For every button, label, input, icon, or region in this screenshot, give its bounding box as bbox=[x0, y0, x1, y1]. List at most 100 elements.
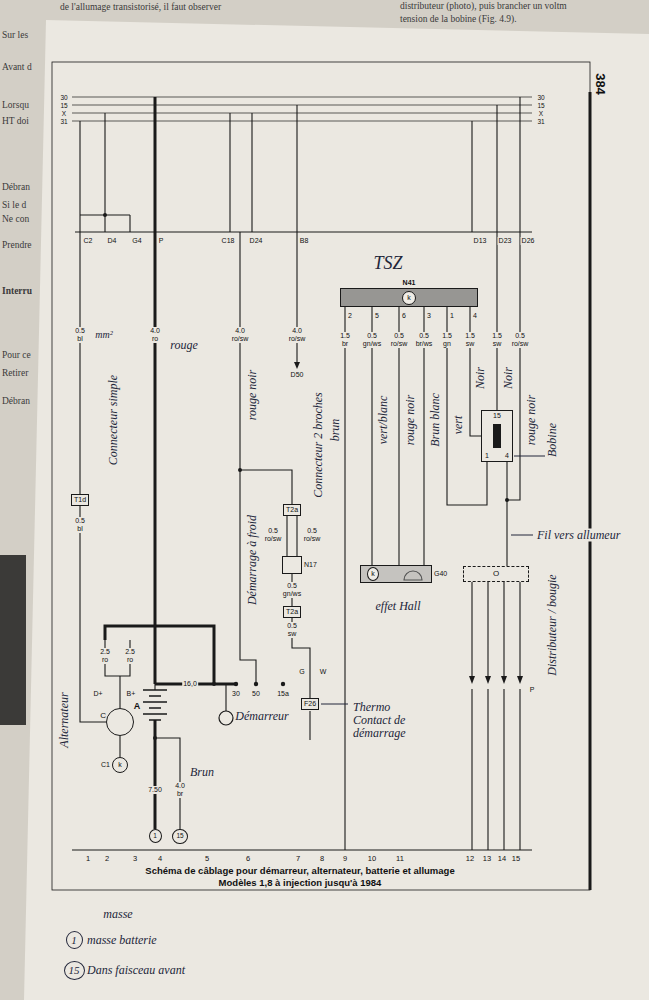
wire-label: 30 bbox=[231, 690, 241, 698]
wire-label: 0.5 ro/sw bbox=[303, 527, 322, 543]
terminal-number: 8 bbox=[319, 855, 325, 863]
wire-label: 0.5 bl bbox=[74, 517, 86, 533]
junction-dot bbox=[238, 468, 242, 472]
node-text: k bbox=[371, 570, 375, 578]
background-page-text: tension de la bobine (Fig. 4.9). bbox=[400, 14, 517, 25]
bus-label: 15 bbox=[536, 102, 545, 109]
distributor-box: O bbox=[463, 566, 529, 582]
wire-label: 2.5 ro bbox=[99, 648, 111, 664]
note-circle: 1 bbox=[66, 931, 83, 949]
diagram-frame bbox=[52, 62, 590, 890]
wire-label: B8 bbox=[299, 237, 310, 245]
connector-strip bbox=[75, 231, 532, 232]
ground-point-circle: 15 bbox=[172, 829, 187, 844]
spark-arrowheads bbox=[469, 676, 523, 684]
bus-label: 31 bbox=[536, 118, 545, 125]
wire-label: C2 bbox=[83, 237, 94, 245]
bus-lines bbox=[72, 97, 532, 121]
diagram-title: Schéma de câblage pour démarreur, altern… bbox=[145, 865, 454, 876]
control-unit-box: N41k bbox=[340, 288, 478, 307]
ground-point-circle: 1 bbox=[149, 829, 162, 843]
handwritten-note: masse bbox=[102, 908, 133, 921]
wire-label: C18 bbox=[221, 237, 236, 245]
wire-label: D24 bbox=[249, 237, 264, 245]
wire-label: 1 bbox=[449, 312, 455, 320]
background-page-text: Débran bbox=[2, 396, 30, 407]
dark-object bbox=[0, 555, 26, 725]
background-page-text: Sur les bbox=[2, 30, 28, 41]
handwritten-note: rouge noir bbox=[404, 394, 417, 447]
wire-label: 4.0 br bbox=[174, 782, 186, 798]
relay-circle: k bbox=[367, 567, 379, 581]
wire-label: 1.5 gn bbox=[441, 332, 453, 348]
wire-label: 7.50 bbox=[147, 786, 163, 794]
thin-wires bbox=[72, 97, 532, 850]
bus-label: 31 bbox=[59, 118, 68, 125]
handwritten-note: Distributeur / bougie bbox=[546, 573, 559, 676]
wire-label: D4 bbox=[107, 237, 118, 245]
background-page-text: Lorsqu bbox=[2, 100, 29, 111]
bus-label: X bbox=[538, 110, 544, 117]
wire-label: 0.5 ro/sw bbox=[511, 332, 530, 348]
wire-label: P bbox=[529, 686, 536, 694]
terminal-number: 9 bbox=[342, 855, 348, 863]
wire-label: 16,0 bbox=[182, 680, 198, 688]
terminal-number: 11 bbox=[395, 855, 405, 863]
wire-label: D13 bbox=[473, 237, 488, 245]
node-text: 4 bbox=[505, 452, 509, 460]
junction-dot bbox=[212, 682, 216, 686]
wire-label: 4.0 ro bbox=[149, 327, 161, 343]
handwritten-note: Connecteur 2 broches bbox=[312, 391, 325, 499]
terminal-number: 4 bbox=[157, 855, 163, 863]
regulator-circle: C1k bbox=[112, 757, 128, 773]
background-page-text: Retirer bbox=[2, 368, 28, 379]
page-number: 384 bbox=[593, 73, 608, 95]
wire-label: 50 bbox=[251, 690, 261, 698]
wire-label: 0.5 ro/sw bbox=[390, 332, 409, 348]
wire-label: P bbox=[158, 237, 165, 245]
junction-dot bbox=[153, 736, 157, 740]
hall-sender-box: G40k bbox=[360, 565, 432, 583]
wire-label: G4 bbox=[131, 237, 142, 245]
connector-box: T2a bbox=[283, 606, 301, 618]
node-text: 15 bbox=[176, 832, 183, 840]
handwritten-note: Connecteur simple bbox=[107, 374, 120, 466]
wire-connector bbox=[286, 516, 287, 556]
handwritten-note: Noir bbox=[502, 366, 515, 390]
background-page-text: Débran bbox=[2, 182, 30, 193]
handwritten-note: effet Hall bbox=[375, 600, 422, 613]
terminal-number: 5 bbox=[204, 855, 210, 863]
wire-connector bbox=[119, 736, 120, 757]
handwritten-note: Noir bbox=[474, 366, 487, 390]
page-sheet bbox=[24, 20, 649, 1000]
background-page-text: Pour ce bbox=[2, 350, 31, 361]
thermo-switch-box: F26 bbox=[301, 698, 319, 710]
wire-label: D23 bbox=[498, 237, 513, 245]
wire-label: 0.5 ro/sw bbox=[264, 527, 283, 543]
handwritten-note: Alternateur bbox=[58, 691, 71, 748]
node-text: T2a bbox=[286, 506, 298, 514]
handwritten-leaders bbox=[321, 456, 545, 704]
wire-label: 0.5 gn/ws bbox=[362, 332, 382, 348]
wire-connector bbox=[296, 516, 297, 556]
handwritten-note: TSZ bbox=[372, 254, 403, 273]
node-text: F26 bbox=[304, 700, 316, 708]
bus-label: 15 bbox=[59, 102, 68, 109]
connector-box: T1d bbox=[71, 494, 89, 506]
page-rule bbox=[589, 92, 592, 890]
alternator-circle: C bbox=[106, 708, 134, 736]
wire-label: 0.5 br/ws bbox=[415, 332, 434, 348]
part-code: N41 bbox=[403, 279, 416, 287]
terminal-number: 3 bbox=[132, 855, 138, 863]
terminal-number: 13 bbox=[482, 855, 492, 863]
node-text: k bbox=[118, 761, 122, 769]
handwritten-note: vert/blanc bbox=[377, 395, 390, 446]
wire-label: W bbox=[319, 668, 328, 676]
relay-circle: k bbox=[402, 291, 416, 305]
handwritten-note: Démarreur bbox=[234, 710, 290, 723]
part-code: G40 bbox=[434, 570, 447, 578]
wire-label: 1.5 sw bbox=[491, 332, 503, 348]
node-text: 1 bbox=[485, 452, 489, 460]
wire-label: D26 bbox=[521, 237, 536, 245]
